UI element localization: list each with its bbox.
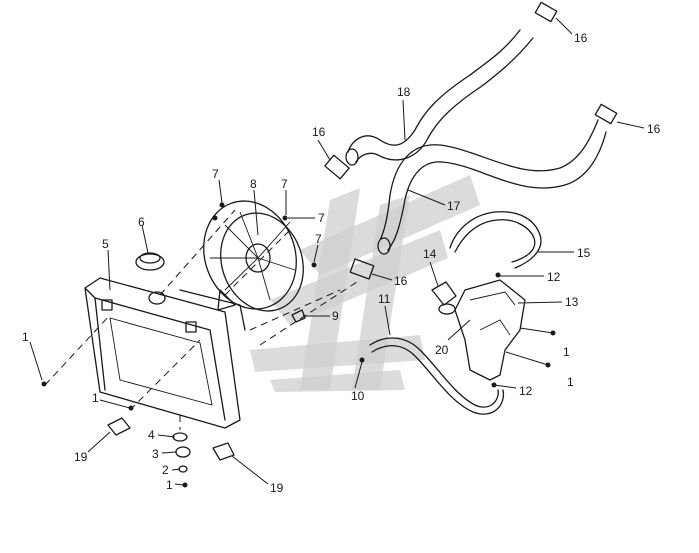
fasteners (41, 202, 556, 488)
callout-16: 16 (394, 274, 408, 288)
callout-12: 12 (519, 384, 533, 398)
callout-5: 5 (102, 237, 109, 251)
callout-15: 15 (577, 246, 591, 260)
watermark-logo (250, 175, 480, 392)
callout-19: 19 (74, 450, 88, 464)
overflow-hose (449, 211, 542, 269)
callout-12: 12 (547, 270, 561, 284)
callout-16: 16 (647, 122, 661, 136)
lower-radiator-hose (377, 119, 607, 255)
callout-16: 16 (312, 125, 326, 139)
callout-20: 20 (435, 343, 449, 357)
callout-19: 19 (270, 481, 284, 495)
callout-7: 7 (318, 211, 325, 225)
callout-7: 7 (281, 177, 288, 191)
callout-7: 7 (212, 167, 219, 181)
callout-1: 1 (563, 345, 570, 359)
vent-hose (369, 337, 505, 415)
radiator-cap (135, 252, 166, 305)
callout-1: 1 (166, 478, 173, 492)
leader-lines (29, 17, 645, 486)
callout-18: 18 (397, 85, 411, 99)
callout-16: 16 (574, 31, 588, 45)
callout-1: 1 (22, 330, 29, 344)
reservoir-bracket (431, 281, 457, 306)
callout-14: 14 (423, 247, 437, 261)
mounting-pad (107, 417, 235, 461)
hose-clamp (324, 1, 618, 280)
callout-4: 4 (148, 428, 155, 442)
callout-10: 10 (351, 389, 365, 403)
callout-2: 2 (162, 463, 169, 477)
callout-1: 1 (567, 375, 574, 389)
callout-3: 3 (152, 447, 159, 461)
callout-9: 9 (332, 309, 339, 323)
callout-labels: 16 16 16 16 18 17 15 14 12 13 1 1 20 12 … (22, 31, 661, 495)
callout-6: 6 (138, 215, 145, 229)
radiator (84, 277, 246, 429)
callout-1: 1 (92, 391, 99, 405)
callout-13: 13 (565, 295, 579, 309)
callout-7: 7 (315, 232, 322, 246)
callout-8: 8 (250, 177, 257, 191)
cooling-fan (203, 200, 304, 312)
coolant-reservoir (438, 279, 526, 381)
assembly-lines (44, 209, 361, 430)
callout-11: 11 (378, 292, 391, 306)
callout-17: 17 (447, 199, 461, 213)
upper-radiator-hose (345, 29, 534, 166)
